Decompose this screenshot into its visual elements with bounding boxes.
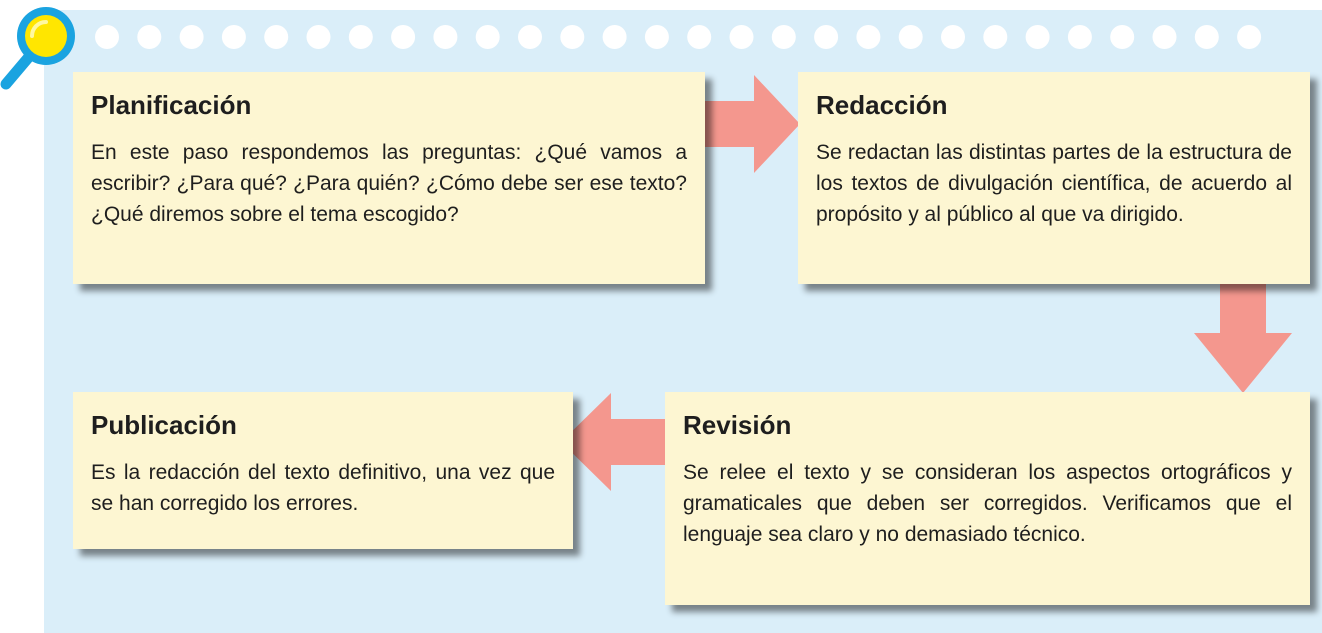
step-text: Es la redacción del texto definitivo, un… — [91, 461, 555, 515]
binder-hole — [348, 25, 373, 49]
binder-hole — [95, 25, 119, 49]
arrow-right — [700, 75, 800, 173]
binder-hole — [1110, 25, 1135, 49]
binder-hole — [306, 25, 331, 49]
binder-hole — [391, 25, 416, 49]
step-text: Se redactan las distintas partes de la e… — [816, 141, 1292, 226]
binder-hole — [729, 25, 754, 49]
binder-hole — [814, 25, 839, 49]
binder-hole — [264, 25, 289, 49]
binder-hole — [1025, 25, 1050, 49]
binder-hole — [221, 25, 246, 49]
binder-hole — [518, 25, 542, 49]
binder-hole — [602, 25, 627, 49]
step-card-publicacion: Publicación Es la redacción del texto de… — [73, 392, 573, 549]
step-card-redaccion: Redacción Se redactan las distintas part… — [798, 72, 1310, 284]
binder-hole — [179, 25, 204, 49]
step-title: Redacción — [816, 90, 948, 120]
binder-hole — [433, 25, 458, 49]
arrow-left — [561, 393, 667, 491]
binder-hole — [771, 25, 796, 49]
binder-hole — [687, 25, 712, 49]
binder-hole — [1067, 25, 1092, 49]
binder-hole — [644, 25, 669, 49]
step-text: En este paso respondemos las preguntas: … — [91, 141, 687, 226]
binder-hole — [856, 25, 881, 49]
step-title: Publicación — [91, 410, 237, 440]
binder-hole — [1237, 25, 1262, 49]
step-card-planificacion: Planificación En este paso respondemos l… — [73, 72, 705, 284]
binder-hole — [898, 25, 923, 49]
step-card-revision: Revisión Se relee el texto y se consider… — [665, 392, 1310, 605]
binder-hole — [983, 25, 1008, 49]
binder-hole — [137, 25, 162, 49]
step-title: Planificación — [91, 90, 252, 120]
binder-holes — [95, 25, 1262, 49]
step-title: Revisión — [683, 410, 792, 440]
arrow-down — [1194, 283, 1292, 393]
binder-hole — [1194, 25, 1219, 49]
step-text: Se relee el texto y se consideran los as… — [683, 461, 1292, 546]
binder-hole — [1152, 25, 1177, 49]
magnifier-icon — [0, 7, 75, 90]
binder-hole — [475, 25, 500, 49]
binder-hole — [941, 25, 965, 49]
binder-hole — [560, 25, 585, 49]
